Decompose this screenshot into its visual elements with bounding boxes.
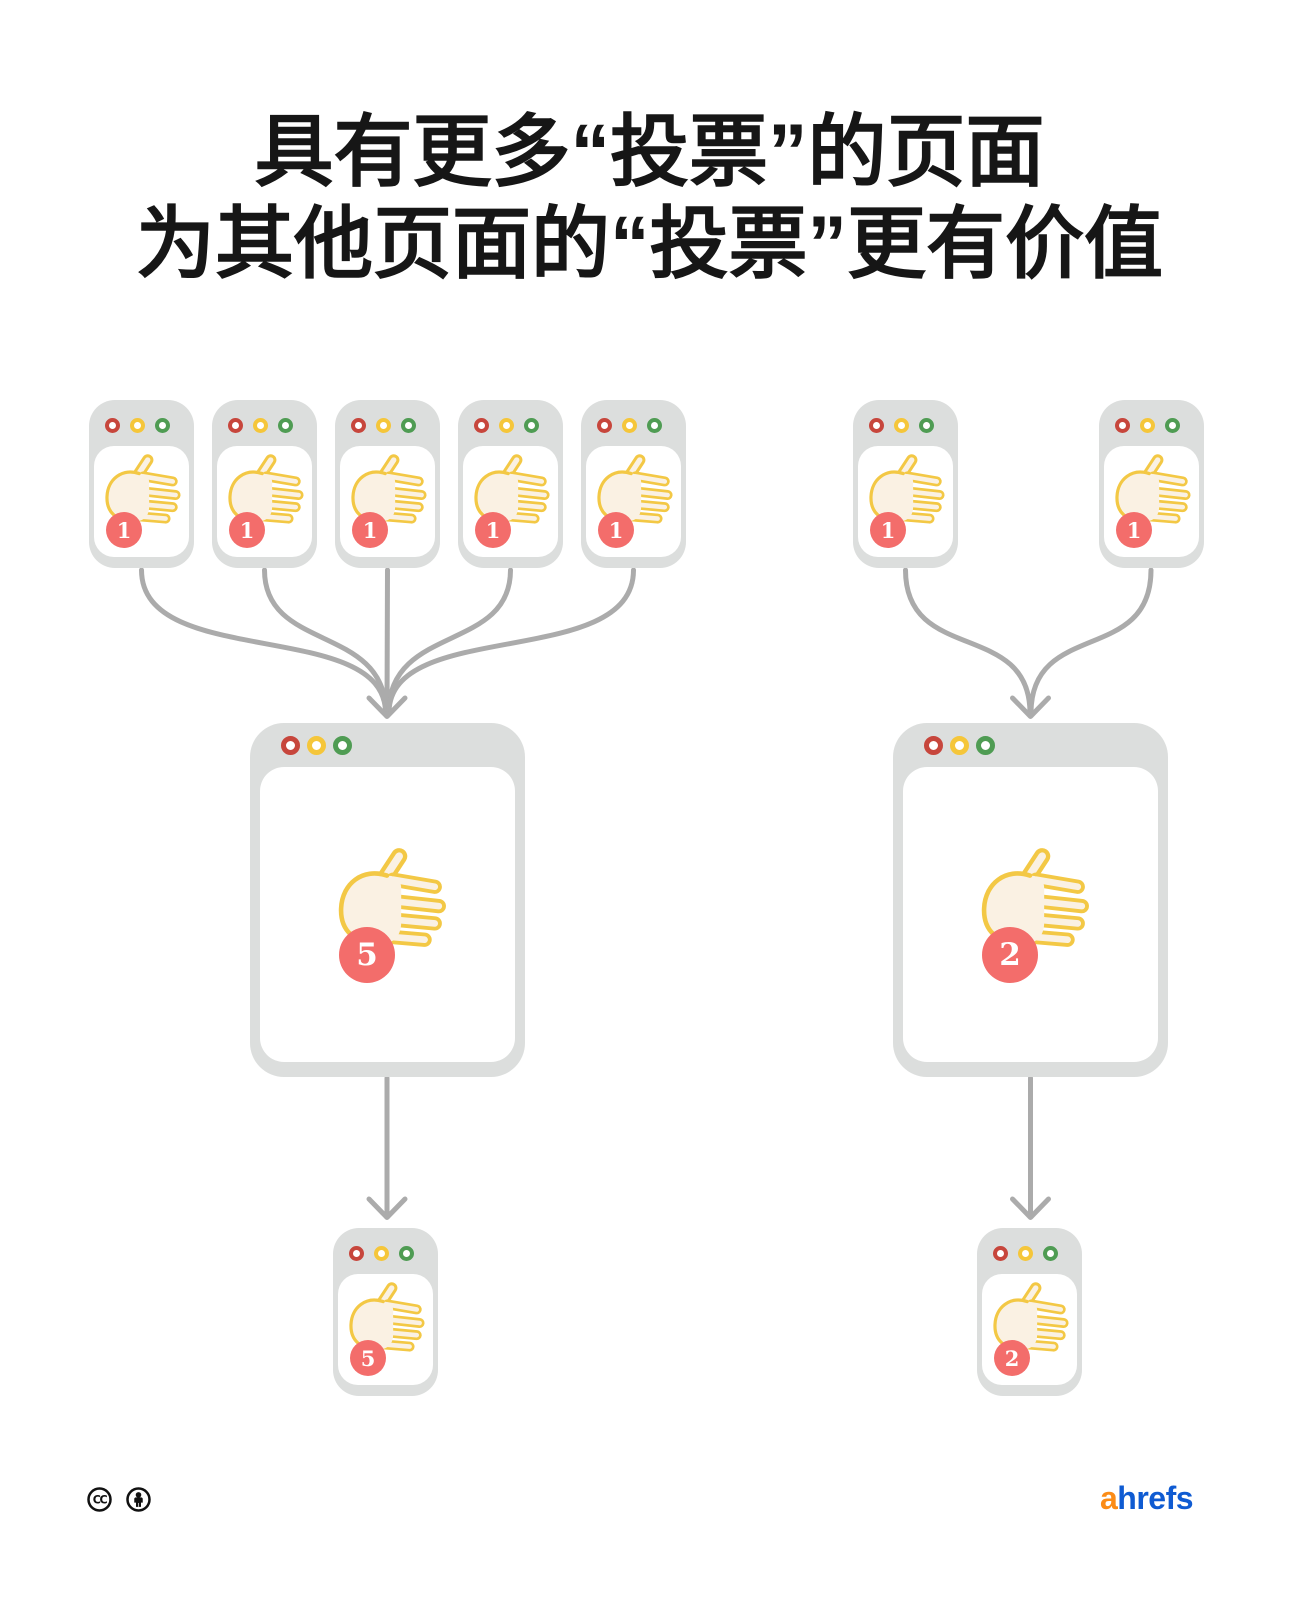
traffic-light-red-icon [474,418,489,433]
arrowhead-left-funnel [366,695,408,719]
window-content: 2 [903,767,1158,1062]
traffic-light-yellow-icon [1018,1246,1033,1261]
arrowhead-right-funnel [1010,695,1051,719]
window-content: 2 [982,1274,1077,1385]
traffic-light-green-icon [333,736,352,755]
traffic-light-red-icon [281,736,300,755]
traffic-light-red-icon [228,418,243,433]
arrowhead-left-drop [366,1196,408,1220]
attribution-icon [126,1487,151,1512]
ahrefs-logo-hrefs: hrefs [1117,1480,1194,1516]
vote-count-badge: 2 [982,927,1038,983]
arrow-left-source-1 [139,567,388,715]
arrow-left-source-3 [384,567,390,715]
traffic-light-yellow-icon [1140,418,1155,433]
traffic-light-green-icon [399,1246,414,1261]
source-page-window: 1 [335,400,440,568]
traffic-light-green-icon [976,736,995,755]
window-titlebar [349,1246,414,1261]
traffic-light-green-icon [401,418,416,433]
window-titlebar [993,1246,1058,1261]
ahrefs-logo-a: a [1100,1480,1118,1516]
vote-count-badge: 1 [870,512,906,548]
traffic-light-green-icon [1165,418,1180,433]
vote-count-badge: 1 [1116,512,1152,548]
hub-page-window: 5 [250,723,525,1077]
source-page-window: 1 [212,400,317,568]
source-page-window: 1 [853,400,958,568]
traffic-light-yellow-icon [307,736,326,755]
arrow-left-source-2 [262,567,389,715]
title-line-1: 具有更多“投票”的页面 [254,107,1045,196]
traffic-light-red-icon [869,418,884,433]
arrow-left-source-4 [386,567,513,715]
window-titlebar [597,418,662,433]
traffic-light-yellow-icon [894,418,909,433]
traffic-light-green-icon [155,418,170,433]
traffic-light-red-icon [924,736,943,755]
target-page-window: 2 [977,1228,1082,1396]
traffic-light-green-icon [647,418,662,433]
window-titlebar [351,418,416,433]
title-line-2: 为其他页面的“投票”更有价值 [136,199,1163,289]
window-content: 1 [1104,446,1199,557]
arrow-right-source-2 [1028,567,1154,715]
ahrefs-logo: ahrefs [1100,1480,1194,1517]
traffic-light-green-icon [1043,1246,1058,1261]
window-content: 1 [463,446,558,557]
traffic-light-green-icon [278,418,293,433]
source-page-window: 1 [89,400,194,568]
window-content: 1 [94,446,189,557]
window-titlebar [474,418,539,433]
traffic-light-yellow-icon [499,418,514,433]
vote-count-badge: 1 [352,512,388,548]
window-titlebar [924,736,995,755]
arrow-left-source-5 [386,567,636,715]
vote-count-badge: 1 [475,512,511,548]
vote-count-badge: 2 [994,1340,1030,1376]
vote-count-badge: 1 [598,512,634,548]
source-page-window: 1 [1099,400,1204,568]
arrowhead-right-drop [1010,1196,1051,1220]
traffic-light-red-icon [351,418,366,433]
vote-count-badge: 1 [106,512,142,548]
window-content: 1 [340,446,435,557]
window-titlebar [869,418,934,433]
traffic-light-yellow-icon [130,418,145,433]
traffic-light-yellow-icon [376,418,391,433]
traffic-light-red-icon [349,1246,364,1261]
window-titlebar [281,736,352,755]
traffic-light-red-icon [993,1246,1008,1261]
traffic-light-yellow-icon [374,1246,389,1261]
traffic-light-red-icon [105,418,120,433]
page-title: 具有更多“投票”的页面 为其他页面的“投票”更有价值 [0,106,1299,291]
window-content: 5 [260,767,515,1062]
traffic-light-green-icon [524,418,539,433]
cc-icon: CC [87,1487,112,1512]
source-page-window: 1 [458,400,563,568]
traffic-light-yellow-icon [253,418,268,433]
traffic-light-red-icon [1115,418,1130,433]
window-titlebar [1115,418,1180,433]
window-titlebar [228,418,293,433]
window-content: 1 [217,446,312,557]
vote-count-badge: 5 [339,927,395,983]
svg-text:CC: CC [93,1494,108,1507]
window-content: 5 [338,1274,433,1385]
window-content: 1 [586,446,681,557]
window-content: 1 [858,446,953,557]
license-badges: CC [86,1486,152,1513]
traffic-light-yellow-icon [622,418,637,433]
target-page-window: 5 [333,1228,438,1396]
window-titlebar [105,418,170,433]
arrow-right-source-1 [903,567,1033,715]
source-page-window: 1 [581,400,686,568]
traffic-light-yellow-icon [950,736,969,755]
vote-count-badge: 1 [229,512,265,548]
traffic-light-green-icon [919,418,934,433]
hub-page-window: 2 [893,723,1168,1077]
traffic-light-red-icon [597,418,612,433]
vote-count-badge: 5 [350,1340,386,1376]
